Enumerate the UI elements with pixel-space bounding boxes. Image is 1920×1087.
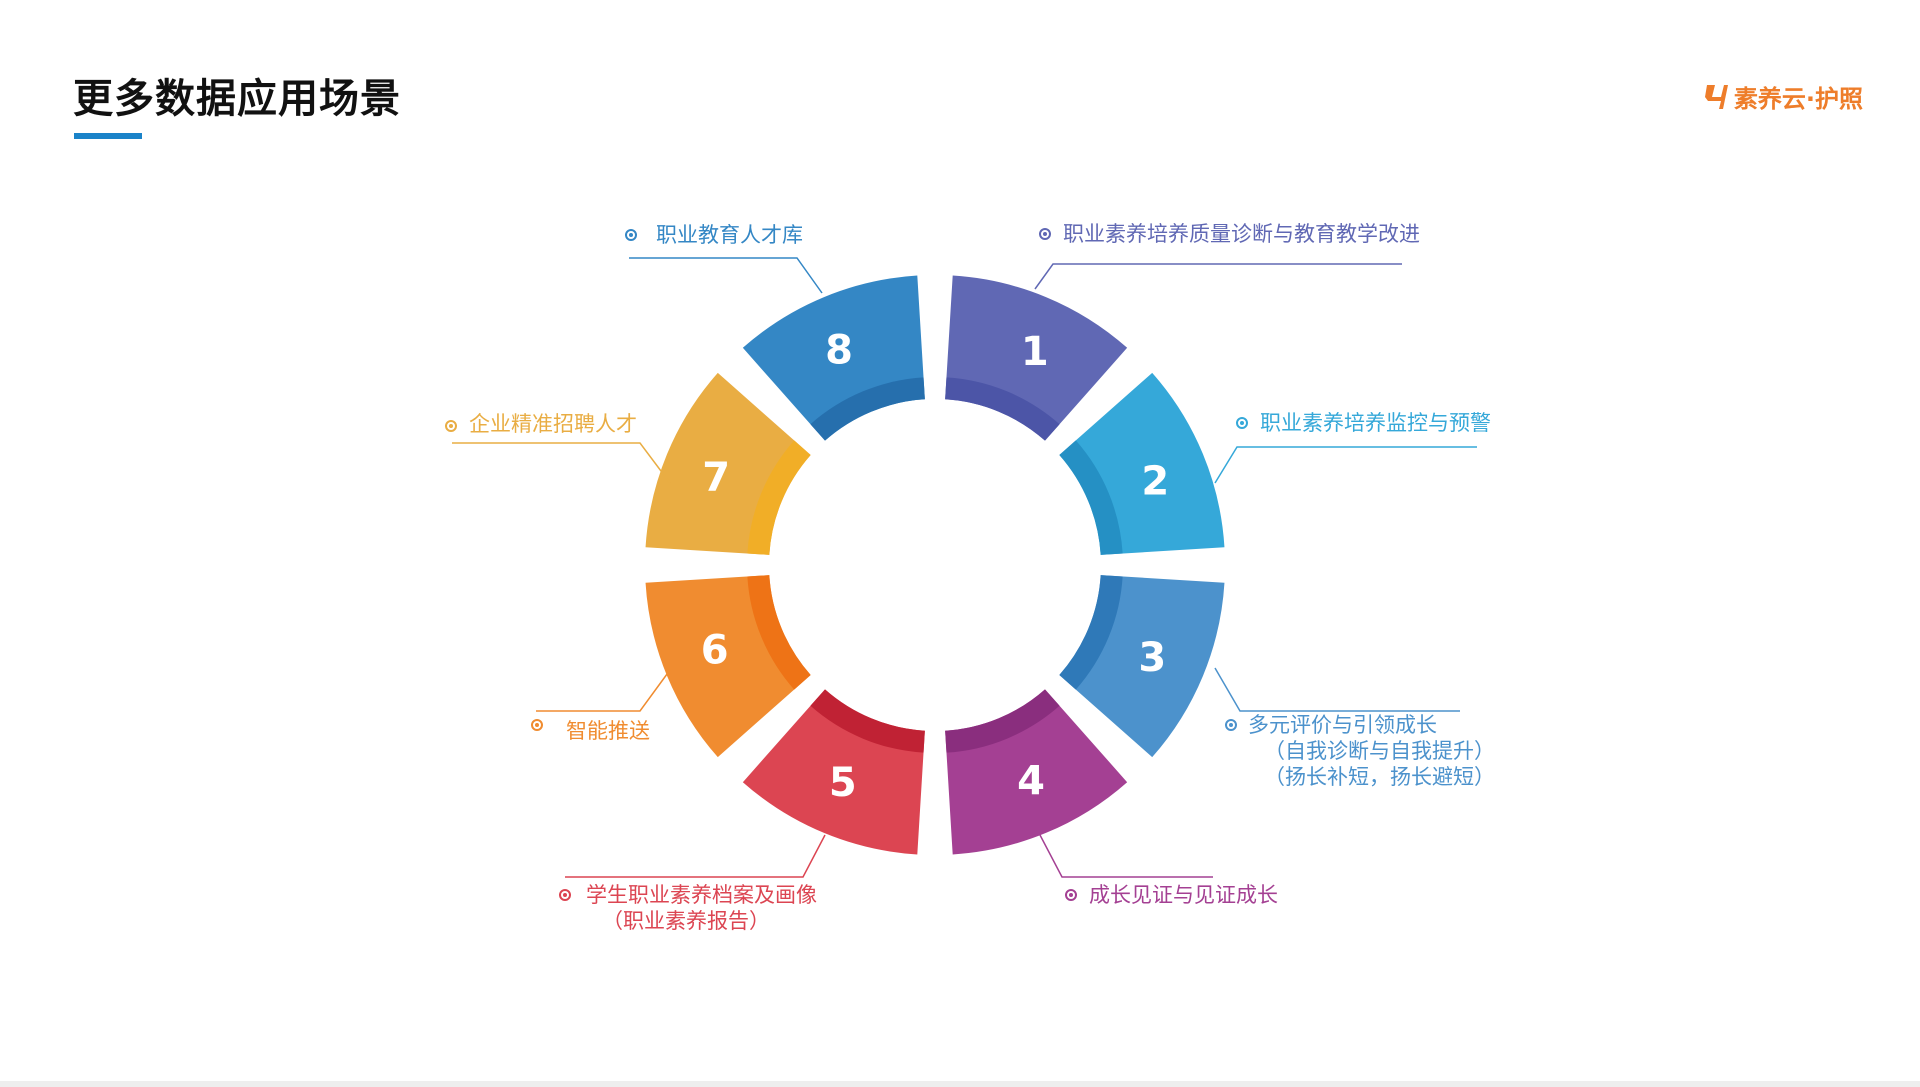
label-line: 企业精准招聘人才: [469, 412, 637, 436]
segment-8: 8: [742, 275, 925, 441]
label-line: 成长见证与见证成长: [1089, 883, 1278, 907]
segment-5-leader-line: [565, 834, 826, 878]
segment-7-label: 企业精准招聘人才: [469, 411, 637, 437]
bullet-target-icon: [1065, 889, 1077, 901]
segment-8-label: 职业教育人才库: [656, 222, 803, 248]
segment-1-label: 职业素养培养质量诊断与教育教学改进: [1063, 221, 1420, 247]
segment-4-inner-band: [945, 689, 1060, 753]
segment-5-label: 学生职业素养档案及画像（职业素养报告）: [586, 882, 817, 934]
segment-5-number: 5: [829, 760, 857, 806]
segment-3-leader-line: [1214, 667, 1460, 712]
segment-6-label: 智能推送: [566, 718, 650, 744]
segment-8-inner-band: [810, 377, 925, 441]
label-line: 职业素养培养质量诊断与教育教学改进: [1063, 222, 1420, 246]
segment-6: 6: [645, 575, 811, 758]
segment-6-leader-line: [536, 669, 671, 712]
page-title: 更多数据应用场景: [73, 76, 401, 122]
segment-3-inner-band: [1059, 575, 1123, 690]
segment-5-inner-band: [810, 689, 925, 753]
segment-1-inner-band: [945, 377, 1060, 441]
segment-1-number: 1: [1021, 329, 1049, 375]
segment-8-number: 8: [825, 327, 853, 373]
segment-6-number: 6: [701, 628, 729, 674]
label-line: 职业教育人才库: [656, 223, 803, 247]
label-line: 多元评价与引领成长: [1248, 713, 1437, 737]
label-subline: （扬长补短，扬长避短）: [1264, 765, 1495, 789]
logo-mark-icon: [1704, 85, 1728, 109]
segment-4-leader-line: [1039, 834, 1213, 878]
bullet-target-icon: [531, 719, 543, 731]
segment-7-number: 7: [702, 455, 730, 501]
segment-2-inner-band: [1059, 440, 1123, 555]
bottom-divider: [0, 1081, 1920, 1087]
label-subline: （职业素养报告）: [602, 909, 770, 933]
label-line: 职业素养培养监控与预警: [1260, 411, 1491, 435]
segment-4-number: 4: [1017, 759, 1045, 805]
bullet-target-icon: [1236, 417, 1248, 429]
segment-1-leader-line: [1034, 263, 1402, 290]
segment-4-label: 成长见证与见证成长: [1089, 882, 1278, 908]
segment-3: 3: [1059, 575, 1225, 758]
segment-2: 2: [1059, 372, 1225, 555]
bullet-target-icon: [625, 229, 637, 241]
segment-2-number: 2: [1141, 458, 1169, 504]
label-subline: （自我诊断与自我提升）: [1264, 739, 1495, 763]
segment-8-leader-line: [629, 257, 823, 294]
segment-3-number: 3: [1138, 635, 1166, 681]
segment-4: 4: [945, 689, 1128, 855]
bullet-target-icon: [559, 889, 571, 901]
brand-logo: 素养云·护照: [1704, 78, 1863, 114]
segment-7-inner-band: [747, 440, 811, 555]
title-underline: [74, 133, 142, 139]
bullet-target-icon: [1225, 719, 1237, 731]
label-line: 学生职业素养档案及画像: [586, 883, 817, 907]
bullet-target-icon: [445, 420, 457, 432]
segment-7: 7: [645, 372, 811, 555]
bullet-target-icon: [1039, 228, 1051, 240]
segment-1: 1: [945, 275, 1128, 441]
segment-5: 5: [742, 689, 925, 855]
brand-text: 素养云·护照: [1733, 84, 1863, 113]
label-line: 智能推送: [566, 719, 650, 743]
segment-6-inner-band: [747, 575, 811, 690]
segment-2-label: 职业素养培养监控与预警: [1260, 410, 1491, 436]
segment-2-leader-line: [1214, 446, 1477, 484]
segment-3-label: 多元评价与引领成长（自我诊断与自我提升）（扬长补短，扬长避短）: [1248, 712, 1495, 790]
segment-7-leader-line: [452, 442, 671, 484]
